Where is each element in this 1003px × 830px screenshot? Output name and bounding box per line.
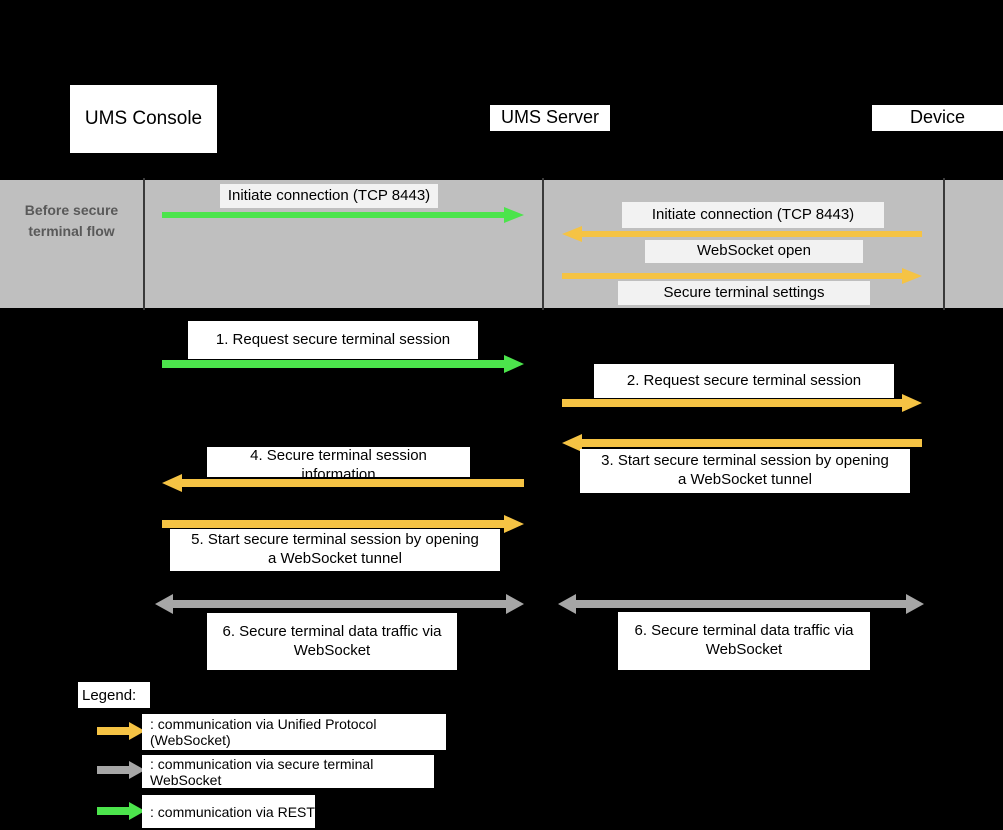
step-3-label-line1: 3. Start secure terminal session by open… — [601, 452, 889, 470]
band-label-secure-terminal-settings: Secure terminal settings — [618, 281, 870, 305]
band-caption: Before secure terminal flow — [24, 202, 119, 239]
band-divider-1 — [143, 178, 145, 310]
step-5-arrow — [162, 514, 524, 536]
legend-unified-protocol-arrow-icon — [97, 722, 145, 744]
step-6-right-label-line1: 6. Secure terminal data traffic via — [634, 622, 854, 640]
legend-rest-arrow-icon — [97, 802, 145, 824]
legend-title: Legend: — [78, 682, 150, 708]
step-4-arrow — [162, 473, 524, 495]
step-6-left-label: 6. Secure terminal data traffic via WebS… — [207, 613, 457, 670]
band-arrow-initiate-connection-device — [562, 224, 922, 246]
step-3-arrow — [562, 433, 922, 455]
band-arrow-initiate-connection-console — [162, 205, 524, 227]
step-4-label-line2: information — [301, 465, 376, 483]
band-label-initiate-connection-device: Initiate connection (TCP 8443) — [622, 202, 884, 228]
step-2-label: 2. Request secure terminal session — [594, 364, 894, 398]
band-divider-3 — [943, 178, 945, 310]
step-6-right-label-line2: WebSocket — [705, 641, 783, 658]
step-5-label: 5. Start secure terminal session by open… — [170, 529, 500, 571]
legend-unified-protocol-text: : communication via Unified Protocol (We… — [142, 714, 446, 750]
actor-ums-console: UMS Console — [70, 85, 217, 153]
band-label-websocket-open: WebSocket open — [645, 240, 863, 263]
step-4-label: 4. Secure terminal session information — [207, 447, 470, 483]
legend-secure-terminal-ws-arrow-icon — [97, 761, 145, 783]
band-divider-2 — [542, 178, 544, 310]
step-5-label-line1: 5. Start secure terminal session by open… — [191, 531, 479, 549]
legend-rest-text: : communication via REST — [142, 795, 315, 828]
actor-ums-server: UMS Server — [490, 105, 610, 131]
actor-device: Device — [872, 105, 1003, 131]
step-3-label: 3. Start secure terminal session by open… — [580, 449, 910, 493]
legend-secure-terminal-ws-text: : communication via secure terminal WebS… — [142, 755, 434, 788]
step-4-label-line1: 4. Secure terminal session — [250, 447, 427, 464]
step-6-right-label: 6. Secure terminal data traffic via WebS… — [618, 612, 870, 670]
band-arrow-secure-terminal-settings — [562, 266, 922, 288]
step-6-left-arrow — [155, 594, 524, 616]
band-label-initiate-connection-console: Initiate connection (TCP 8443) — [220, 184, 438, 208]
step-6-left-label-line1: 6. Secure terminal data traffic via — [222, 622, 442, 640]
step-5-label-line2: a WebSocket tunnel — [268, 550, 402, 567]
step-1-arrow — [162, 354, 524, 376]
step-1-label: 1. Request secure terminal session — [188, 321, 478, 359]
step-3-label-line2: a WebSocket tunnel — [678, 471, 812, 488]
step-6-left-label-line2: WebSocket — [293, 641, 371, 659]
step-6-right-arrow — [558, 594, 924, 616]
step-2-arrow — [562, 393, 922, 415]
